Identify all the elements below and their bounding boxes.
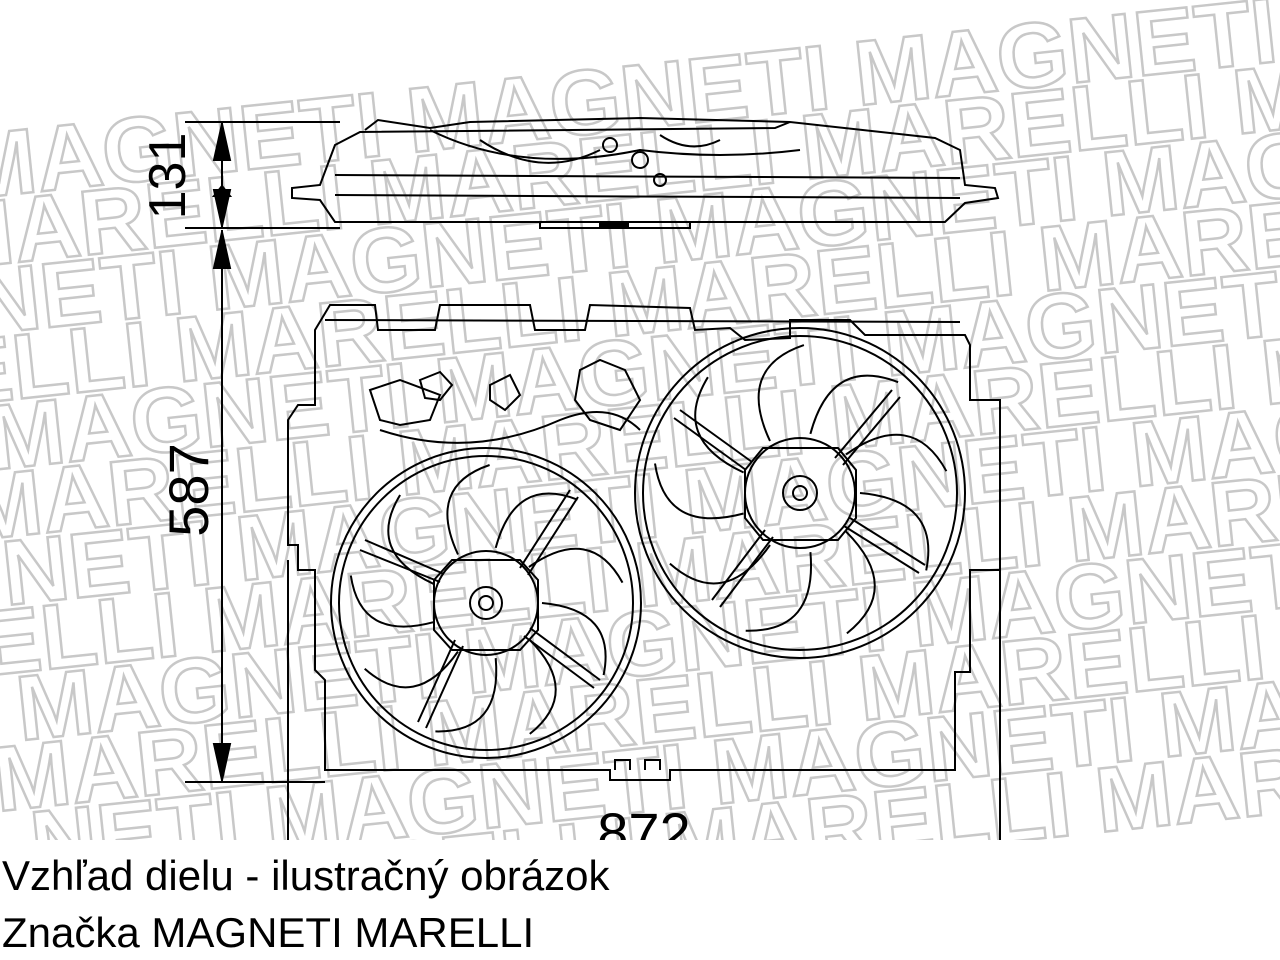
dimension-depth: 131	[139, 133, 197, 220]
top-view	[291, 116, 1000, 229]
fan-blade	[364, 650, 459, 689]
fan-blade	[845, 530, 876, 635]
caption-brand: Značka MAGNETI MARELLI	[2, 909, 535, 956]
dimension-lines	[185, 121, 1001, 840]
fan-blade	[694, 376, 745, 474]
front-view	[287, 303, 1001, 781]
fan-blade	[809, 374, 899, 435]
caption-illustrative-image: Vzhľad dielu - ilustračný obrázok	[2, 852, 610, 899]
dimension-height: 587	[157, 443, 220, 536]
fan-right	[634, 327, 966, 659]
fan-assembly-drawing: MAGNETI MAGNETI MAGNETI MAGNETI MAGNETIM…	[0, 0, 1280, 840]
fan-blade	[446, 464, 490, 555]
fan-blade	[669, 544, 771, 585]
watermark: MAGNETI MAGNETI MAGNETI MAGNETI MAGNETIM…	[0, 0, 1280, 840]
fan-blade	[757, 344, 805, 442]
fan-blade	[859, 492, 930, 571]
fan-blade	[745, 552, 813, 632]
fan-blade	[435, 658, 498, 733]
fan-left	[330, 447, 642, 759]
dimension-width: 872	[597, 801, 690, 840]
fan-blade	[387, 494, 434, 585]
fan-blade	[541, 602, 607, 676]
fan-blade	[654, 463, 744, 520]
fan-blade	[494, 492, 578, 549]
fan-blade	[528, 547, 624, 584]
fan-blade	[349, 575, 434, 628]
fan-blade	[528, 638, 557, 735]
